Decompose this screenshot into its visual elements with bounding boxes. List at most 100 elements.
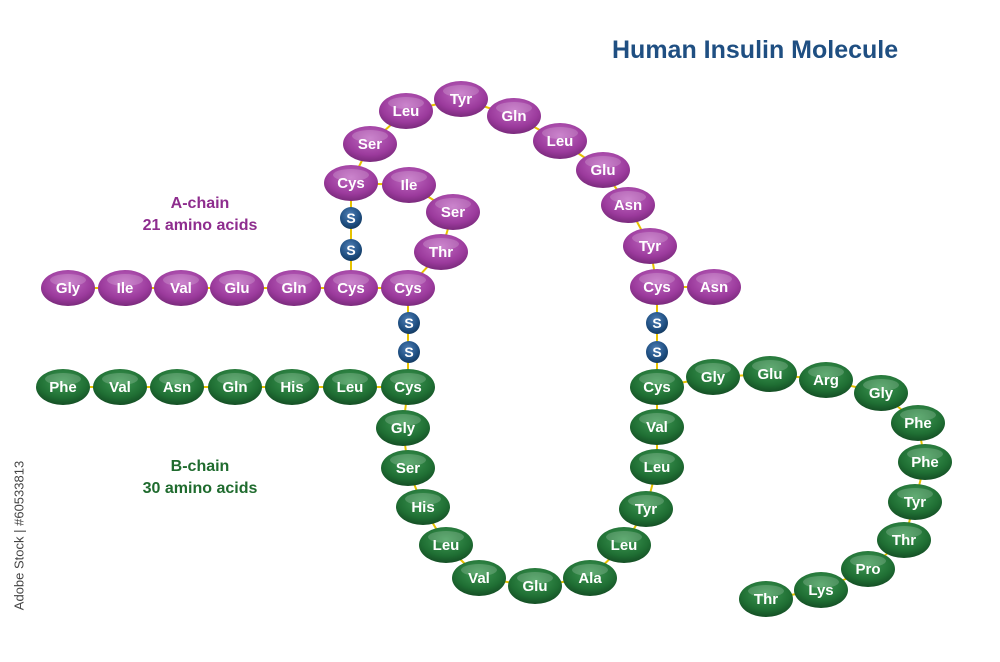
b-residue-10-label: His bbox=[411, 499, 434, 516]
sulfur-0-a: S bbox=[340, 207, 362, 229]
b-residue-27-label: Thr bbox=[892, 532, 916, 549]
b-residue-12-highlight bbox=[461, 564, 497, 576]
b-residue-12: Val bbox=[452, 560, 506, 596]
a-residue-3-ellipse bbox=[154, 270, 208, 306]
b-residue-24-ellipse bbox=[891, 405, 945, 441]
a-residue-2-ellipse bbox=[98, 270, 152, 306]
sulfur-2-a-label: S bbox=[652, 315, 661, 331]
sulfur-1-a-circle bbox=[398, 312, 420, 334]
b-residue-27-highlight bbox=[886, 526, 922, 538]
a-residue-9-ellipse bbox=[426, 194, 480, 230]
a-residue-16-label: Leu bbox=[547, 133, 574, 150]
a-residue-10-highlight bbox=[391, 171, 427, 183]
a-residue-21-label: Asn bbox=[700, 279, 728, 296]
a-residue-4-label: Glu bbox=[225, 280, 250, 297]
b-residue-11: Leu bbox=[419, 527, 473, 563]
b-residue-9: Ser bbox=[381, 450, 435, 486]
a-residue-16: Leu bbox=[533, 123, 587, 159]
a-residue-16-ellipse bbox=[533, 123, 587, 159]
a-residue-12: Ser bbox=[343, 126, 397, 162]
b-residue-16-highlight bbox=[628, 495, 664, 507]
a-residue-20: Cys bbox=[630, 269, 684, 305]
b-residue-1-label: Phe bbox=[49, 379, 77, 396]
b-residue-21-highlight bbox=[752, 360, 788, 372]
b-residue-15: Leu bbox=[597, 527, 651, 563]
sulfur-0-b-label: S bbox=[346, 242, 355, 258]
b-residue-23-label: Gly bbox=[869, 385, 894, 402]
b-residue-17-ellipse bbox=[630, 449, 684, 485]
b-residue-7-label: Cys bbox=[394, 379, 422, 396]
b-residue-23: Gly bbox=[854, 375, 908, 411]
b-residue-8-ellipse bbox=[376, 410, 430, 446]
a-residue-8: Thr bbox=[414, 234, 468, 270]
b-residue-26: Tyr bbox=[888, 484, 942, 520]
b-residue-29: Lys bbox=[794, 572, 848, 608]
b-residue-11-label: Leu bbox=[433, 537, 460, 554]
b-residue-1-ellipse bbox=[36, 369, 90, 405]
b-residue-30-ellipse bbox=[739, 581, 793, 617]
a-residue-8-label: Thr bbox=[429, 244, 453, 261]
b-residue-17-label: Leu bbox=[644, 459, 671, 476]
a-residue-20-ellipse bbox=[630, 269, 684, 305]
b-residue-26-highlight bbox=[897, 488, 933, 500]
a-residue-15-label: Gln bbox=[502, 108, 527, 125]
b-residue-6: Leu bbox=[323, 369, 377, 405]
b-residue-26-label: Tyr bbox=[904, 494, 926, 511]
b-residue-18: Val bbox=[630, 409, 684, 445]
a-residue-14-ellipse bbox=[434, 81, 488, 117]
b-residue-1: Phe bbox=[36, 369, 90, 405]
sulfur-2-a: S bbox=[646, 312, 668, 334]
b-residue-20-ellipse bbox=[686, 359, 740, 395]
a-residue-2-label: Ile bbox=[117, 280, 134, 297]
a-residue-21-highlight bbox=[696, 273, 732, 285]
a-residue-15: Gln bbox=[487, 98, 541, 134]
b-residue-14-ellipse bbox=[563, 560, 617, 596]
a-residue-11: Cys bbox=[324, 165, 378, 201]
a-residue-1-ellipse bbox=[41, 270, 95, 306]
sulfur-1-b: S bbox=[398, 341, 420, 363]
b-residue-4-ellipse bbox=[208, 369, 262, 405]
b-residue-18-ellipse bbox=[630, 409, 684, 445]
a-chain-name: A-chain bbox=[170, 195, 230, 212]
a-residue-8-ellipse bbox=[414, 234, 468, 270]
a-residue-13-highlight bbox=[388, 97, 424, 109]
a-residue-5-label: Gln bbox=[282, 280, 307, 297]
b-residue-4-highlight bbox=[217, 373, 253, 385]
a-residue-9-highlight bbox=[435, 198, 471, 210]
b-chain-label: B-chain 30 amino acids bbox=[120, 456, 280, 500]
a-residue-8-highlight bbox=[423, 238, 459, 250]
a-residue-11-highlight bbox=[333, 169, 369, 181]
sulfur-2-b: S bbox=[646, 341, 668, 363]
b-residue-22-highlight bbox=[808, 366, 844, 378]
a-residue-9-label: Ser bbox=[441, 204, 465, 221]
b-residue-27-ellipse bbox=[877, 522, 931, 558]
a-residue-21-ellipse bbox=[687, 269, 741, 305]
a-residue-21: Asn bbox=[687, 269, 741, 305]
a-residue-3-label: Val bbox=[170, 280, 192, 297]
b-residue-6-label: Leu bbox=[337, 379, 364, 396]
b-residue-14: Ala bbox=[563, 560, 617, 596]
b-residue-18-label: Val bbox=[646, 419, 668, 436]
b-residue-25-highlight bbox=[907, 448, 943, 460]
b-residue-3-ellipse bbox=[150, 369, 204, 405]
b-residue-20-label: Gly bbox=[701, 369, 726, 386]
stock-credit: Adobe Stock | #60533813 bbox=[11, 460, 27, 611]
b-residue-14-highlight bbox=[572, 564, 608, 576]
sulfur-0-b-circle bbox=[340, 239, 362, 261]
b-residue-24-highlight bbox=[900, 409, 936, 421]
b-residue-22-label: Arg bbox=[813, 372, 839, 389]
a-residue-7: Cys bbox=[381, 270, 435, 306]
a-chain-label: A-chain 21 amino acids bbox=[120, 193, 280, 237]
a-residue-3-highlight bbox=[163, 274, 199, 286]
b-residue-12-ellipse bbox=[452, 560, 506, 596]
a-residue-2: Ile bbox=[98, 270, 152, 306]
b-residue-13-ellipse bbox=[508, 568, 562, 604]
a-residue-12-highlight bbox=[352, 130, 388, 142]
a-residue-10-label: Ile bbox=[401, 177, 418, 194]
a-residue-17-ellipse bbox=[576, 152, 630, 188]
b-residue-5-label: His bbox=[280, 379, 303, 396]
a-residue-4-highlight bbox=[219, 274, 255, 286]
a-residue-7-label: Cys bbox=[394, 280, 422, 297]
b-residue-2-highlight bbox=[102, 373, 138, 385]
